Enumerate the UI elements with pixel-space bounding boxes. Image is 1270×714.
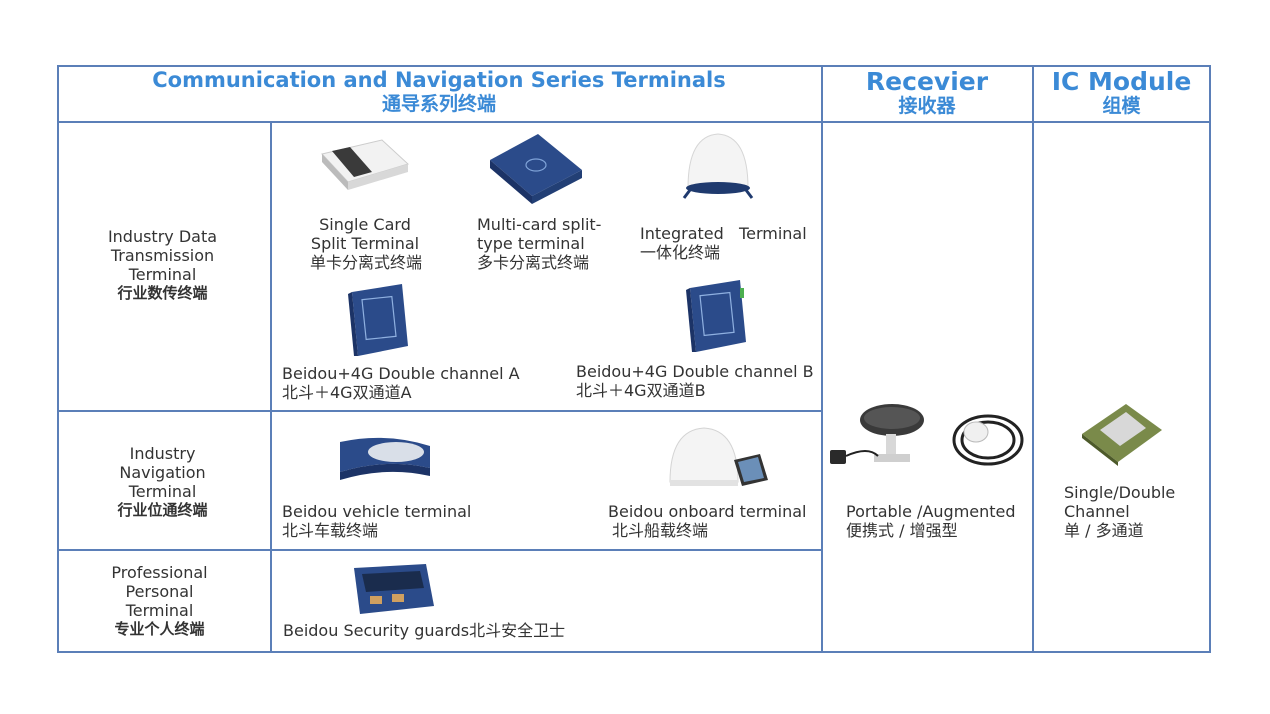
caption-line: Beidou vehicle terminal xyxy=(282,502,472,521)
caption-zh: 北斗船载终端 xyxy=(612,521,709,540)
table-left-border xyxy=(57,65,59,653)
row1-divider xyxy=(57,410,822,412)
row-label-line: Terminal xyxy=(125,601,194,620)
double-channel-b-image xyxy=(684,278,750,354)
row-label-line: Terminal xyxy=(128,482,197,501)
table-right-border xyxy=(1209,65,1211,653)
row-label-zh: 行业数传终端 xyxy=(117,284,208,302)
single-card-caption: Single Card Split Terminal 单卡分离式终端 xyxy=(300,215,430,272)
row-label-line: Industry xyxy=(129,444,196,463)
caption-line: Portable /Augmented xyxy=(846,502,1016,521)
row-label-professional: Professional Personal Terminal 专业个人终端 xyxy=(57,563,262,639)
row-label-industry-data: Industry Data Transmission Terminal 行业数传… xyxy=(60,227,265,303)
caption-zh: 北斗＋4G双通道A xyxy=(282,383,412,402)
caption-line: Single Card xyxy=(319,215,411,234)
row-label-line: Transmission xyxy=(110,246,215,265)
row-label-line: Terminal xyxy=(128,265,197,284)
row-label-line: Professional xyxy=(111,563,208,582)
onboard-caption: Beidou onboard terminal 北斗船载终端 xyxy=(608,502,818,540)
caption-line: Multi-card split- xyxy=(477,215,602,234)
header-ic-module: IC Module 组模 xyxy=(1033,68,1210,117)
caption-line: Channel xyxy=(1064,502,1130,521)
vehicle-terminal-image xyxy=(336,432,436,482)
module-caption: Single/Double Channel 单 / 多通道 xyxy=(1064,483,1204,540)
caption-zh: 单 / 多通道 xyxy=(1064,521,1144,540)
header-ic-en: IC Module xyxy=(1051,67,1192,96)
single-card-terminal-image xyxy=(316,134,412,194)
table-top-border xyxy=(57,65,1211,67)
multi-card-caption: Multi-card split- type terminal 多卡分离式终端 xyxy=(477,215,617,272)
security-caption: Beidou Security guards北斗安全卫士 xyxy=(283,621,583,640)
security-guard-image xyxy=(346,560,438,618)
row-label-industry-nav: Industry Navigation Terminal 行业位通终端 xyxy=(60,444,265,520)
caption-zh: 便携式 / 增强型 xyxy=(846,521,958,540)
double-a-caption: Beidou+4G Double channel A 北斗＋4G双通道A xyxy=(282,364,522,402)
vehicle-caption: Beidou vehicle terminal 北斗车载终端 xyxy=(282,502,482,540)
caption-line: Beidou+4G Double channel A xyxy=(282,364,520,383)
caption-line: Split Terminal xyxy=(310,234,420,253)
double-channel-a-image xyxy=(346,282,412,358)
caption-zh: 北斗＋4G双通道B xyxy=(576,381,706,400)
caption-zh: 北斗车载终端 xyxy=(282,521,379,540)
receiver-caption: Portable /Augmented 便携式 / 增强型 xyxy=(846,502,1026,540)
row-label-line: Navigation xyxy=(119,463,206,482)
caption-zh: 多卡分离式终端 xyxy=(477,253,590,272)
receiver-antenna-image xyxy=(828,398,1028,476)
caption-line: Beidou Security guards北斗安全卫士 xyxy=(283,621,566,640)
header-receiver-zh: 接收器 xyxy=(898,95,956,117)
caption-line: Beidou+4G Double channel B xyxy=(576,362,814,381)
integrated-terminal-image xyxy=(678,130,758,202)
caption-zh: 单卡分离式终端 xyxy=(310,253,423,272)
caption-line: Beidou onboard terminal xyxy=(608,502,807,521)
caption-line: Integrated Terminal xyxy=(640,224,807,243)
caption-line: Single/Double xyxy=(1064,483,1176,502)
row2-divider xyxy=(57,549,822,551)
header-communication: Communication and Navigation Series Term… xyxy=(57,68,821,116)
row-label-line: Personal xyxy=(125,582,194,601)
ic-module-image xyxy=(1080,400,1164,468)
integrated-caption: Integrated Terminal 一体化终端 xyxy=(640,224,810,262)
row-label-zh: 行业位通终端 xyxy=(117,501,208,519)
header-ic-zh: 组模 xyxy=(1102,95,1141,117)
table-bottom-border xyxy=(57,651,1211,653)
receiver-column-divider xyxy=(821,65,823,652)
header-communication-en: Communication and Navigation Series Term… xyxy=(152,68,726,92)
caption-zh: 一体化终端 xyxy=(640,243,721,262)
onboard-terminal-image xyxy=(664,426,782,490)
header-bottom-border xyxy=(57,121,1211,123)
header-communication-zh: 通导系列终端 xyxy=(381,93,496,115)
label-column-divider xyxy=(270,121,272,652)
ic-column-divider xyxy=(1032,65,1034,652)
caption-line: type terminal xyxy=(477,234,585,253)
row-label-line: Industry Data xyxy=(107,227,218,246)
header-receiver: Recevier 接收器 xyxy=(822,68,1032,117)
header-receiver-en: Recevier xyxy=(865,67,989,96)
double-b-caption: Beidou+4G Double channel B 北斗＋4G双通道B xyxy=(576,362,816,400)
row-label-zh: 专业个人终端 xyxy=(114,620,205,638)
multi-card-terminal-image xyxy=(486,130,586,206)
